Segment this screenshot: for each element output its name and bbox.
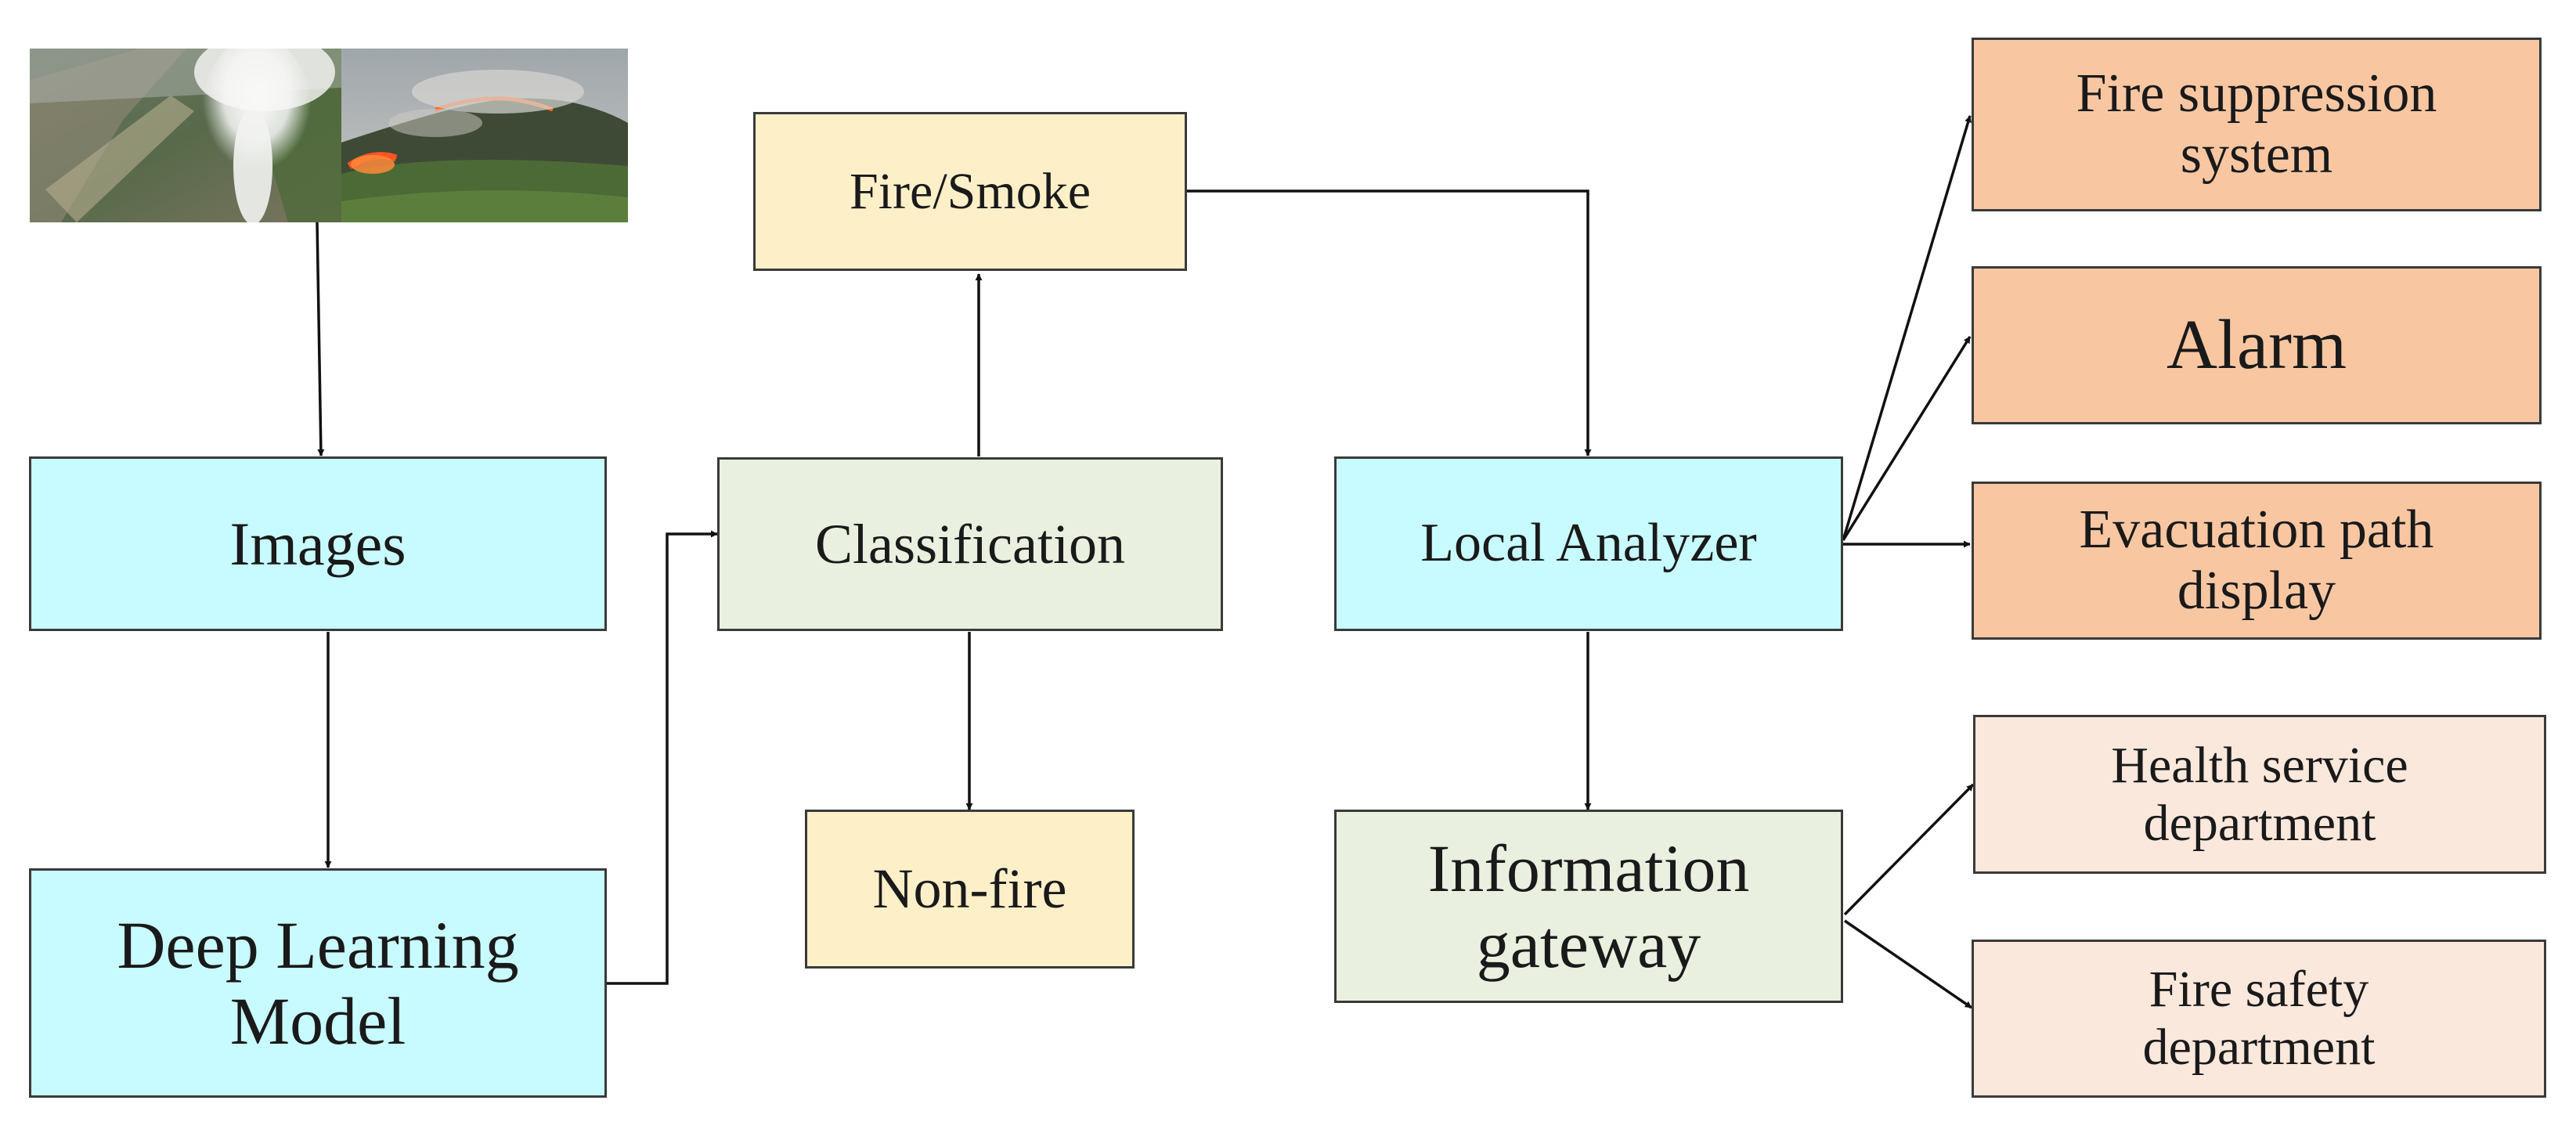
gateway-label-line1: Information xyxy=(1427,831,1750,907)
wildfire-hillside-photo xyxy=(341,49,628,222)
arrow-fire-smoke-to-local-analyzer xyxy=(1187,189,1592,456)
alarm-box: Alarm xyxy=(1972,266,2542,424)
fire-smoke-box: Fire/Smoke xyxy=(753,112,1187,271)
evacuation-label-line2: display xyxy=(2177,561,2336,621)
suppression-label-line1: Fire suppression xyxy=(2076,63,2437,124)
arrow-analyzer-to-suppression xyxy=(1842,115,1972,541)
health-label-line1: Health service xyxy=(2111,736,2408,794)
deep-learning-model-box: Deep Learning Model xyxy=(29,868,607,1098)
arrow-gateway-to-health xyxy=(1843,783,1975,916)
fire-safety-box: Fire safety department xyxy=(1972,940,2546,1098)
information-gateway-box: Information gateway xyxy=(1334,810,1843,1003)
non-fire-label: Non-fire xyxy=(872,857,1067,921)
wildfire-smoke-photo xyxy=(30,49,341,222)
images-label: Images xyxy=(229,509,406,578)
fire-smoke-label: Fire/Smoke xyxy=(850,162,1091,220)
safety-label-line2: department xyxy=(2142,1019,2376,1076)
suppression-label-line2: system xyxy=(2180,124,2333,185)
images-box: Images xyxy=(29,456,607,631)
classification-box: Classification xyxy=(717,457,1223,631)
classification-label: Classification xyxy=(815,512,1125,575)
local-analyzer-label: Local Analyzer xyxy=(1420,513,1757,574)
fire-suppression-box: Fire suppression system xyxy=(1972,38,2542,211)
evacuation-label-line1: Evacuation path xyxy=(2079,499,2434,560)
local-analyzer-box: Local Analyzer xyxy=(1334,456,1843,631)
arrow-model-to-classification xyxy=(607,530,718,985)
health-service-box: Health service department xyxy=(1973,715,2546,874)
arrow-photos-to-images xyxy=(316,222,325,456)
arrow-gateway-to-safety xyxy=(1844,919,1972,1009)
evacuation-path-box: Evacuation path display xyxy=(1972,482,2542,640)
alarm-label: Alarm xyxy=(2167,305,2347,384)
model-label-line1: Deep Learning xyxy=(117,907,519,983)
safety-label-line1: Fire safety xyxy=(2148,961,2369,1019)
health-label-line2: department xyxy=(2143,794,2376,852)
arrow-analyzer-to-alarm xyxy=(1842,336,1972,541)
non-fire-box: Non-fire xyxy=(805,810,1135,969)
model-label-line2: Model xyxy=(229,983,406,1059)
gateway-label-line2: gateway xyxy=(1476,906,1701,982)
